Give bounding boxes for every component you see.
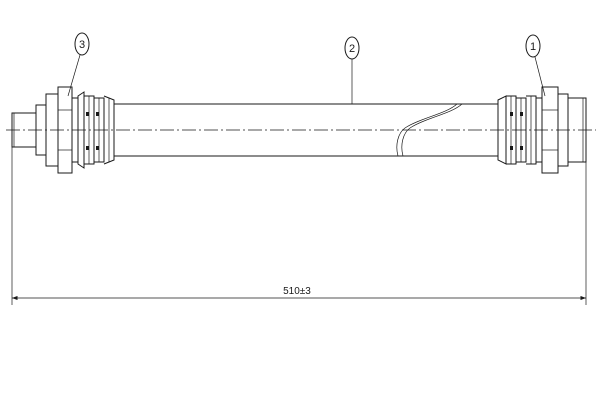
callout-2-label: 2 — [349, 43, 355, 55]
callout-1: 1 — [525, 34, 546, 97]
left-fitting — [11, 86, 116, 174]
callout-1-label: 1 — [530, 41, 536, 53]
callout-3-label: 3 — [79, 39, 85, 51]
right-fitting — [497, 86, 587, 174]
length-dimension: 510±3 — [11, 147, 587, 305]
callout-2: 2 — [344, 36, 360, 104]
length-dimension-value: 510±3 — [283, 286, 311, 297]
hose-body — [116, 103, 498, 157]
callout-3: 3 — [67, 32, 90, 97]
